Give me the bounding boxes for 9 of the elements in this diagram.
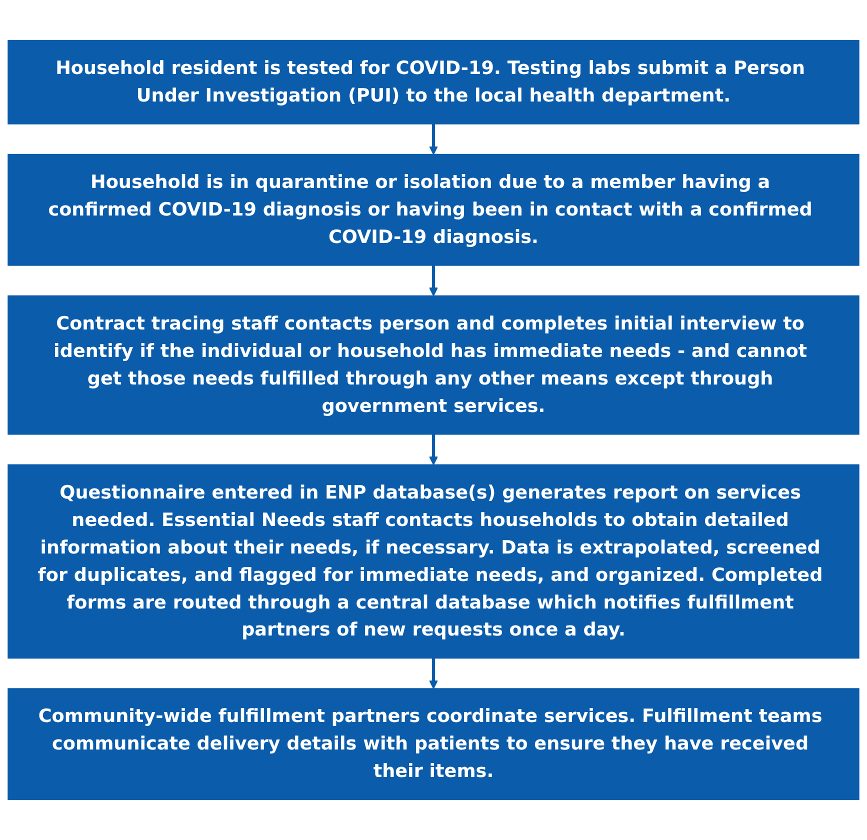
arrow xyxy=(429,265,438,296)
arrow xyxy=(429,658,438,690)
arrow xyxy=(429,434,438,466)
node-box: Community-wide fulfillment partners coordinate services. Fulfillment teams communicate delivery details with patients to ensure they have received their items. xyxy=(8,688,860,800)
node-box: Household is in quarantine or isolation due to a member having a confirmed COVID-19 diagnosis or having been in contact with a confirmed COVID-19 diagnosis. xyxy=(8,154,860,266)
node-box: Contract tracing staff contacts person and completes initial interview to identify if the individual or household has immediate needs - and cannot get those needs fulfilled through any other means except through government services. xyxy=(8,295,860,435)
node-box: Questionnaire entered in ENP database(s) generates report on services needed. Essential Needs staff contacts households to obtain detailed information about their needs, if necessary. Data is extrapolated, screened for duplicates, and flagged for immediate needs, and organized. Completed forms are routed through a central database which notifies fulfillment partners of new requests once a day. xyxy=(8,464,860,659)
arrow xyxy=(429,124,438,155)
node-box: Household resident is tested for COVID-19. Testing labs submit a Person Under Investigation (PUI) to the local health department. xyxy=(8,40,860,124)
